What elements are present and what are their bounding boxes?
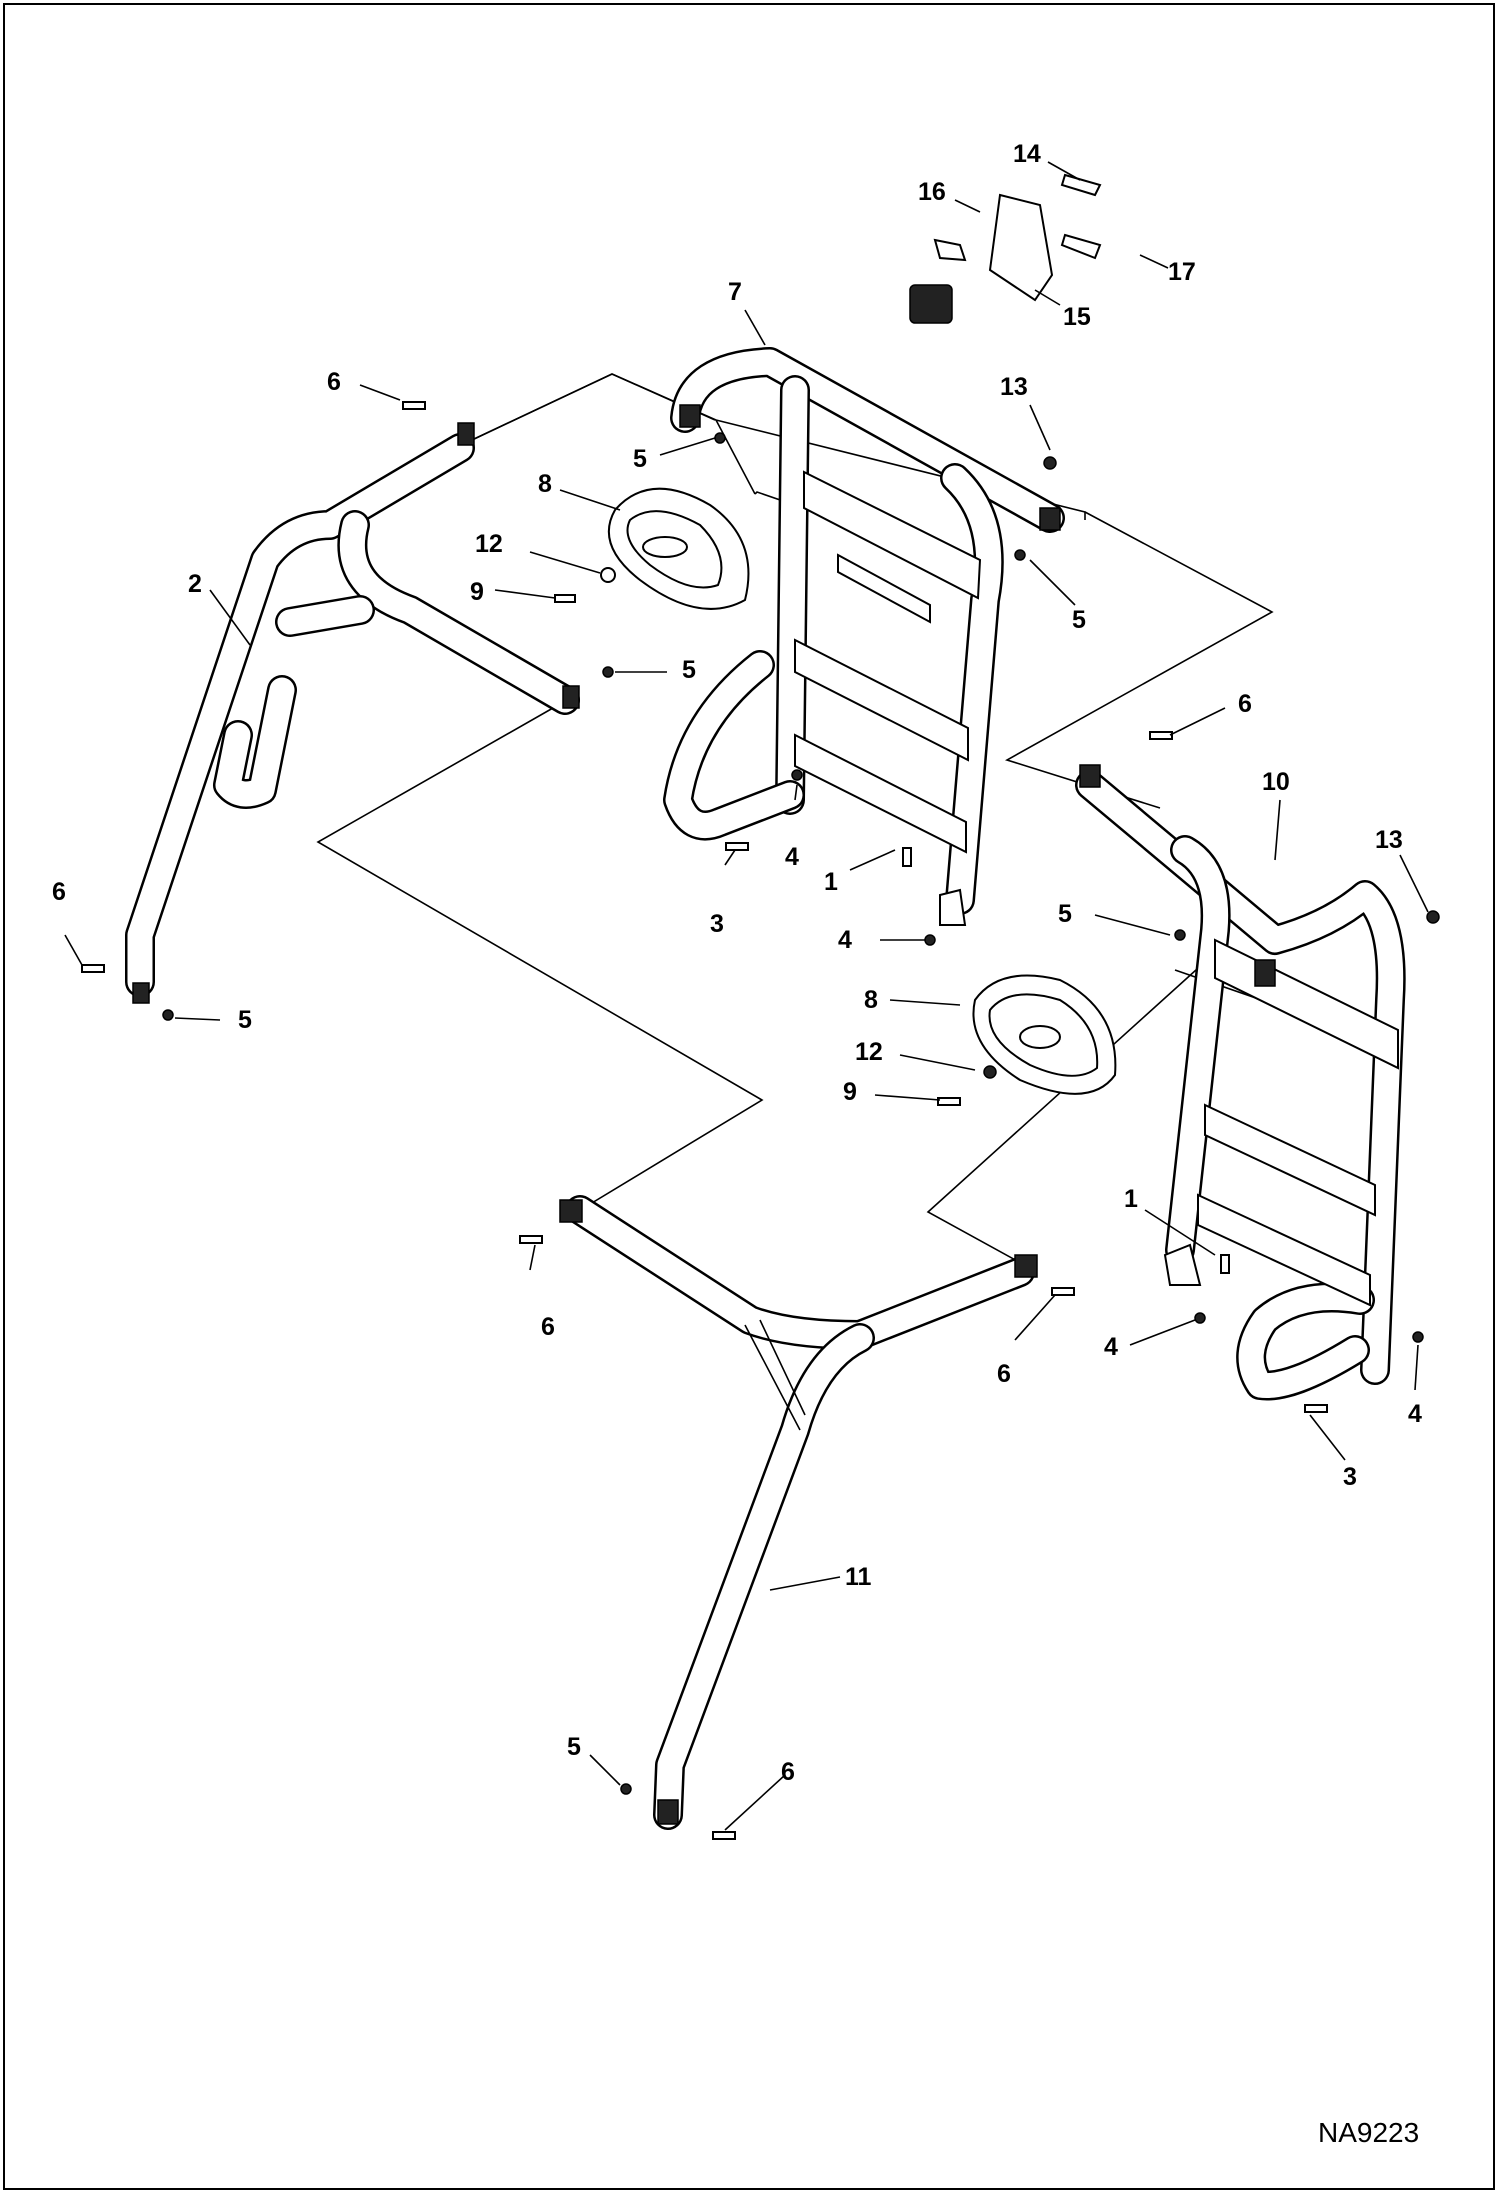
callout-9: 9 <box>843 1078 857 1106</box>
callout-3: 3 <box>1343 1463 1357 1491</box>
callout-10: 10 <box>1262 768 1290 796</box>
callout-12: 12 <box>475 530 503 558</box>
callout-15: 15 <box>1063 303 1091 331</box>
callout-9: 9 <box>470 578 484 606</box>
bracket-assembly-part-15 <box>909 173 1102 324</box>
callout-16: 16 <box>918 178 946 206</box>
callout-3: 3 <box>710 910 724 938</box>
callout-6: 6 <box>1238 690 1252 718</box>
assembly-outline <box>316 373 1326 1269</box>
callout-leaders <box>64 161 1429 1831</box>
rollbar-part-11 <box>559 1195 1038 1830</box>
callout-5: 5 <box>633 445 647 473</box>
callout-5: 5 <box>682 656 696 684</box>
callout-6: 6 <box>327 368 341 396</box>
hardware-fasteners <box>81 401 1440 1840</box>
callout-14: 14 <box>1013 140 1041 168</box>
callout-6: 6 <box>781 1758 795 1786</box>
callout-8: 8 <box>864 986 878 1014</box>
callout-7: 7 <box>728 278 742 306</box>
callout-11: 11 <box>845 1563 872 1591</box>
rollbar-front-part-10 <box>1075 764 1406 1401</box>
rollbar-left-part-2 <box>125 422 580 1004</box>
callout-5: 5 <box>1072 606 1086 634</box>
callout-1: 1 <box>1124 1185 1138 1213</box>
diagram-border <box>3 3 1495 2190</box>
callout-4: 4 <box>1104 1333 1118 1361</box>
callout-12: 12 <box>855 1038 883 1066</box>
callout-13: 13 <box>1000 373 1028 401</box>
callout-13: 13 <box>1375 826 1403 854</box>
callout-5: 5 <box>1058 900 1072 928</box>
callout-8: 8 <box>538 470 552 498</box>
callout-labels: 14 16 17 15 7 6 13 5 8 12 2 9 5 5 6 10 4… <box>52 140 1422 1786</box>
callout-4: 4 <box>785 843 799 871</box>
mirror-part-8-right <box>972 974 1117 1095</box>
callout-17: 17 <box>1168 258 1196 286</box>
callout-5: 5 <box>238 1006 252 1034</box>
callout-5: 5 <box>567 1733 581 1761</box>
callout-6: 6 <box>541 1313 555 1341</box>
callout-6: 6 <box>997 1360 1011 1388</box>
callout-6: 6 <box>52 878 66 906</box>
callout-2: 2 <box>188 570 202 598</box>
callout-4: 4 <box>838 926 852 954</box>
callout-4: 4 <box>1408 1400 1422 1428</box>
figure-code: NA9223 <box>1318 2117 1419 2148</box>
callout-1: 1 <box>824 868 838 896</box>
rollbar-front-part-7 <box>663 347 1065 926</box>
mirror-part-8-left <box>607 487 750 610</box>
